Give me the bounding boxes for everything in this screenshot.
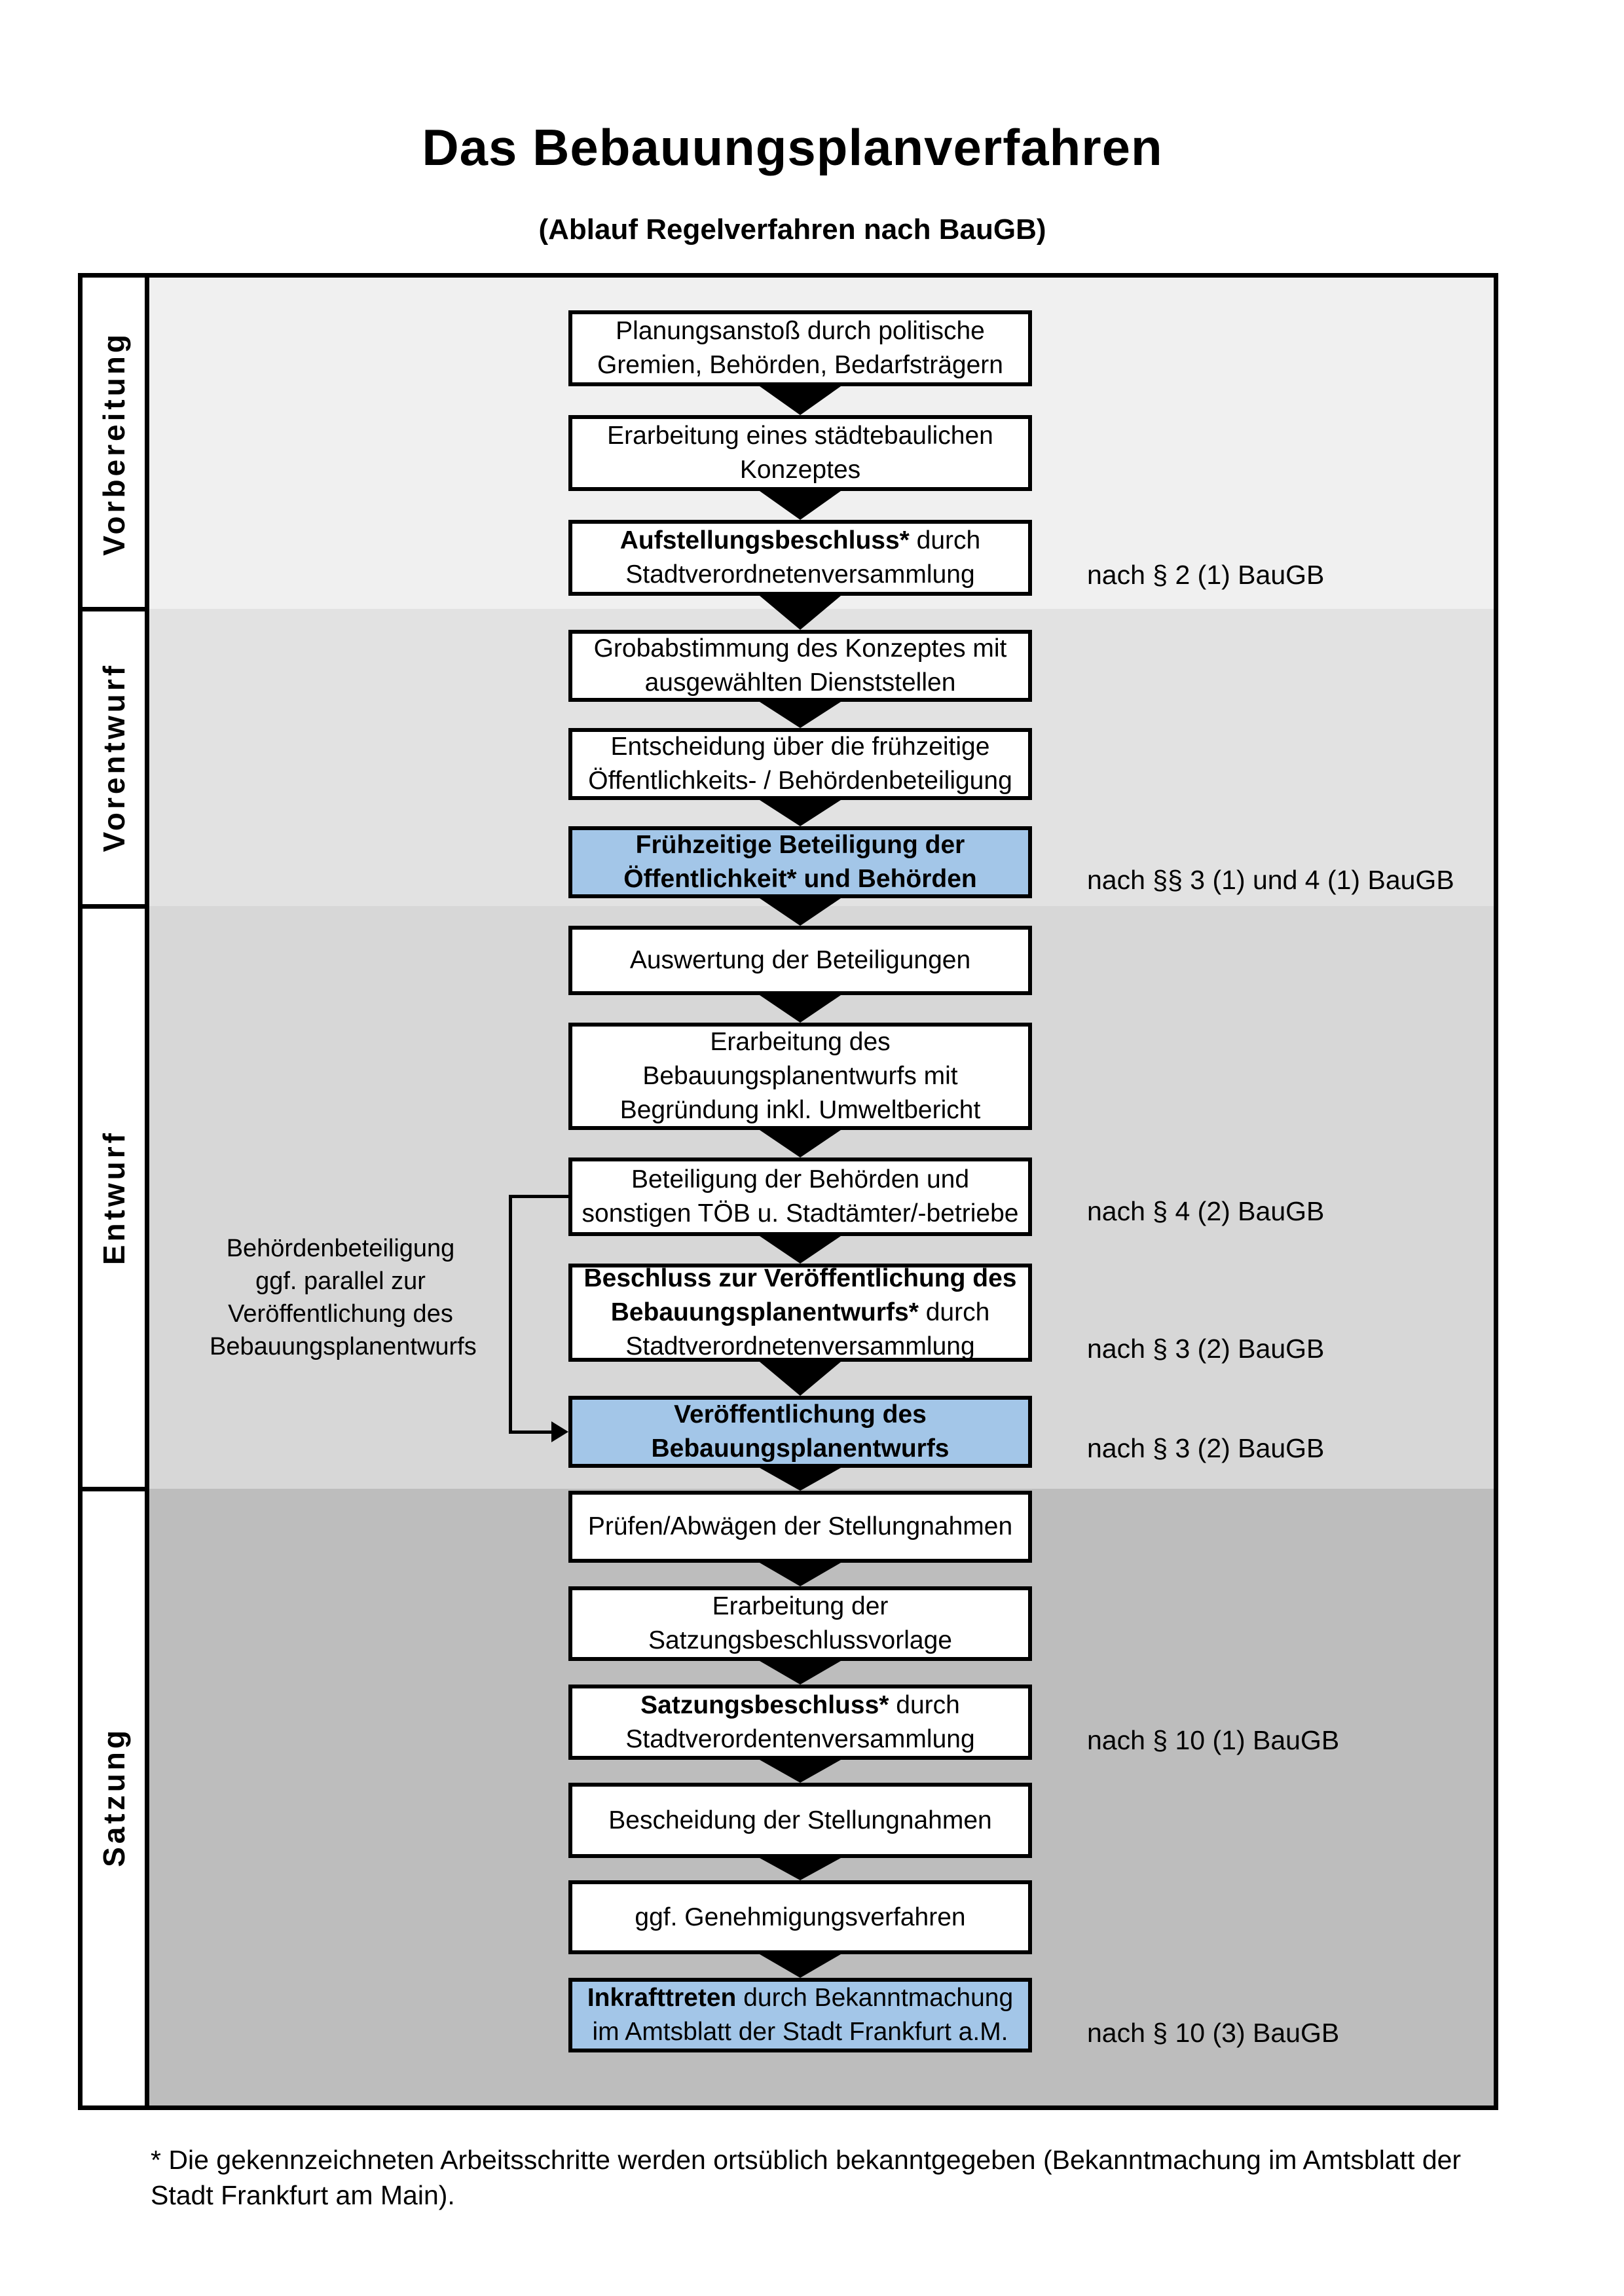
step-text-line: Beteiligung der Behörden und [631,1165,970,1194]
parallel-bracket-arrowhead [551,1421,568,1442]
legal-reference-satzungsbeschluss: nach § 10 (1) BauGB [1087,1725,1340,1755]
flow-arrow-down-icon [760,1468,841,1491]
sidebar-phase-divider [83,607,149,611]
step-text-line: Satzungsbeschlussvorlage [648,1626,952,1654]
step-text-line: Gremien, Behörden, Bedarfsträgern [597,351,1003,379]
step-text-line: Begründung inkl. Umweltbericht [619,1096,981,1124]
legal-reference-behoerdenbeteiligung-toeb: nach § 4 (2) BauGB [1087,1196,1325,1226]
flow-arrow-down-icon [760,1858,841,1880]
step-text-line: Frühzeitige Beteiligung der [635,831,965,859]
flow-arrow-down-icon [760,898,841,926]
step-text-line: Konzeptes [739,456,861,484]
flow-arrow-down-icon [760,386,841,415]
flow-arrow-down-icon [760,800,841,826]
sidebar-cell-vorentwurf: Vorentwurf [83,609,145,906]
parallel-note-line: Veröffentlichung des [228,1300,453,1328]
step-bescheidung-stellungnahmen: Bescheidung der Stellungnahmen [568,1783,1032,1858]
step-text-line: ggf. Genehmigungsverfahren [635,1903,966,1931]
step-text-line: Entscheidung über die frühzeitige [610,733,990,761]
parallel-bracket-bottom [509,1430,553,1434]
flow-arrow-down-icon [760,1362,841,1396]
step-text-line: Inkrafttreten durch Bekanntmachung [587,1984,1014,2012]
sidebar-phase-divider [83,1487,149,1491]
parallel-note-line: ggf. parallel zur [255,1267,426,1295]
step-text-line: Bebauungsplanentwurfs mit [642,1062,958,1090]
step-text-line: Aufstellungsbeschluss* durch [619,526,981,555]
step-text-line: Planungsanstoß durch politische [616,317,985,345]
step-auswertung-beteiligungen: Auswertung der Beteiligungen [568,926,1032,995]
step-text-line: Auswertung der Beteiligungen [629,946,971,974]
page-subtitle: (Ablauf Regelverfahren nach BauGB) [538,213,1046,246]
flow-arrow-down-icon [760,1760,841,1783]
phase-label-vorentwurf: Vorentwurf [96,663,131,852]
step-text-line: Öffentlichkeit* und Behörden [623,865,977,893]
phase-label-satzung: Satzung [96,1727,131,1867]
flow-arrow-down-icon [760,995,841,1023]
flow-arrow-down-icon [760,491,841,520]
step-text-line: Erarbeitung eines städtebaulichen [607,422,993,450]
step-text-line: Satzungsbeschluss* durch [640,1690,960,1719]
step-behoerdenbeteiligung-toeb: Beteiligung der Behörden und sonstigen TÖ… [568,1157,1032,1236]
step-text-line: ausgewählten Dienststellen [644,668,956,697]
step-text-line: Bebauungsplanentwurfs* durch [610,1298,990,1326]
step-text-line: Öffentlichkeits- / Behördenbeteiligung [588,767,1012,795]
flow-arrow-down-icon [760,1661,841,1685]
flow-arrow-down-icon [760,1954,841,1978]
legal-reference-veroeffentlichung-entwurf: nach § 3 (2) BauGB [1087,1433,1325,1463]
step-text-line: Stadtverordnetenversammlung [625,1332,975,1360]
step-text-line: Veröffentlichung des [674,1400,927,1429]
step-text-line: Erarbeitung des [710,1028,891,1056]
sidebar-phase-divider [83,904,149,909]
step-text-line: Beschluss zur Veröffentlichung des [583,1264,1017,1292]
sidebar-divider [145,278,149,2105]
step-text-line: Stadtverordentenversammlung [625,1724,975,1753]
flow-arrow-down-icon [760,1130,841,1157]
flow-arrow-down-icon [760,702,841,728]
flow-arrow-down-icon [760,1563,841,1586]
step-text-line: sonstigen TÖB u. Stadtämter/-betriebe [581,1199,1019,1228]
phase-label-vorbereitung: Vorbereitung [96,331,131,556]
legal-reference-fruehzeitige-beteiligung: nach §§ 3 (1) und 4 (1) BauGB [1087,865,1454,895]
step-text-line: Grobabstimmung des Konzeptes mit [593,634,1007,663]
step-text-line: Prüfen/Abwägen der Stellungnahmen [587,1512,1013,1540]
page-title: Das Bebauungsplanverfahren [422,118,1163,176]
phase-label-entwurf: Entwurf [96,1129,131,1266]
sidebar-cell-satzung: Satzung [83,1489,145,2105]
step-inkrafttreten: Inkrafttreten durch Bekanntmachung im Amt… [568,1978,1032,2052]
step-text-line: Bescheidung der Stellungnahmen [608,1806,992,1834]
step-text-line: im Amtsblatt der Stadt Frankfurt a.M. [592,2018,1008,2046]
parallel-bracket-top [509,1195,568,1198]
parallel-note-line: Behördenbeteiligung [226,1235,455,1262]
sidebar-cell-vorbereitung: Vorbereitung [83,278,145,609]
flow-arrow-down-icon [760,1236,841,1264]
legal-reference-aufstellungsbeschluss: nach § 2 (1) BauGB [1087,560,1325,590]
step-genehmigungsverfahren: ggf. Genehmigungsverfahren [568,1880,1032,1954]
step-text-line: Bebauungsplanentwurfs [651,1434,950,1463]
step-grobabstimmung: Grobabstimmung des Konzeptes mit ausgewäh… [568,630,1032,702]
footnote: * Die gekennzeichneten Arbeitsschritte w… [151,2145,1462,2210]
step-text-line: Stadtverordnetenversammlung [625,560,975,589]
step-text-line: Erarbeitung der [712,1592,889,1620]
parallel-note-line: Bebauungsplanentwurfs [210,1333,477,1360]
sidebar-cell-entwurf: Entwurf [83,906,145,1489]
flow-arrow-down-icon [760,596,841,630]
legal-reference-inkrafttreten: nach § 10 (3) BauGB [1087,2018,1340,2048]
parallel-bracket-vertical [509,1195,512,1434]
step-pruefen-abwaegen: Prüfen/Abwägen der Stellungnahmen [568,1491,1032,1563]
legal-reference-beschluss-veroeffentlichung: nach § 3 (2) BauGB [1087,1334,1325,1364]
